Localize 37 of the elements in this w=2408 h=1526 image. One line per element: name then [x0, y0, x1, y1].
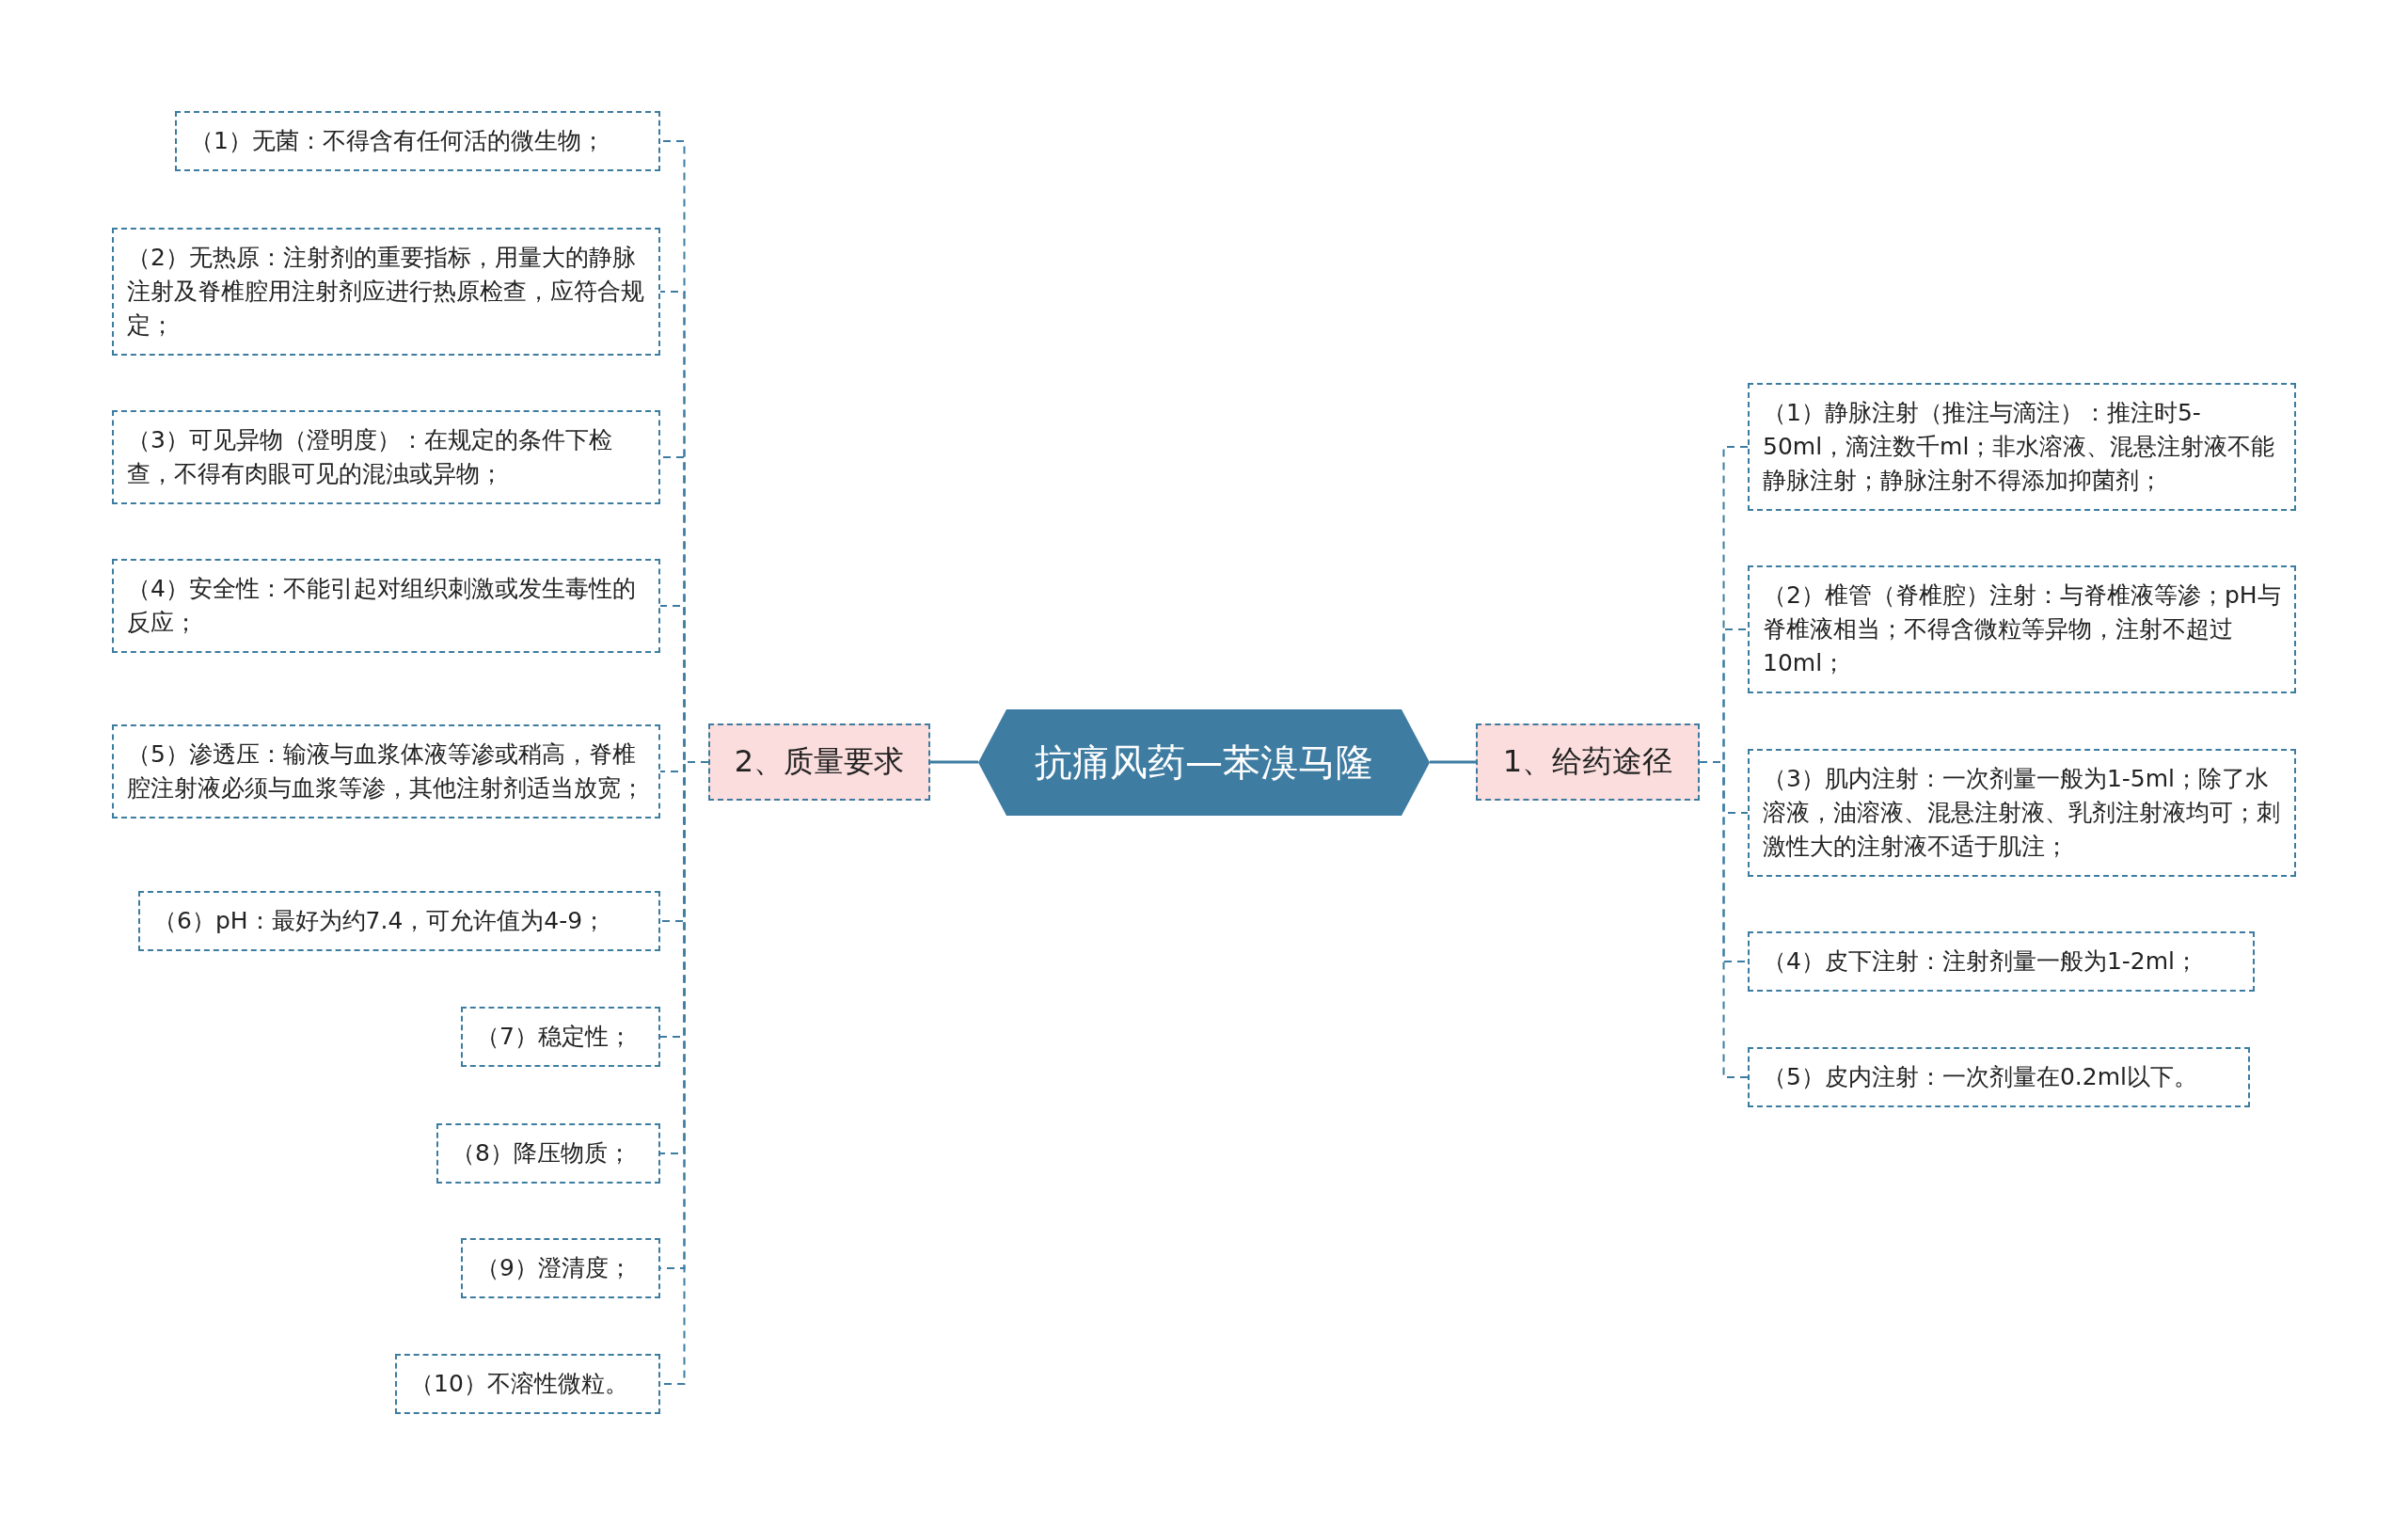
note-box [1748, 749, 2296, 877]
branch-label: 2、质量要求 [734, 742, 905, 781]
note-text: （3）肌内注射：一次剂量一般为1-5ml；除了水溶液，油溶液、混悬注射液、乳剂注射液均可；刺激性大的注射液不适于肌注； [1763, 765, 2280, 860]
note-text: （2）椎管（脊椎腔）注射：与脊椎液等渗；pH与脊椎液相当；不得含微粒等异物，注射不超过10ml； [1763, 581, 2281, 676]
note-box [461, 1238, 660, 1298]
note-box [1748, 931, 2255, 992]
note-box [1748, 565, 2296, 693]
note-box [138, 891, 660, 951]
note-box [461, 1007, 660, 1067]
note-text: （3）可见异物（澄明度）：在规定的条件下检查，不得有肉眼可见的混浊或异物； [127, 426, 612, 487]
note-box [1748, 1047, 2250, 1107]
branch-label: 1、给药途径 [1502, 742, 1673, 781]
note-text: （1）静脉注射（推注与滴注）：推注时5-50ml，滴注数千ml；非水溶液、混悬注射液不能静脉注射；静脉注射不得添加抑菌剂； [1763, 399, 2275, 494]
topic-title: 抗痛风药—苯溴马隆 [1035, 739, 1373, 786]
note-text: （5）皮内注射：一次剂量在0.2ml以下。 [1763, 1063, 2197, 1090]
note-text: （8）降压物质； [452, 1139, 631, 1167]
note-box [1748, 383, 2296, 511]
note-text: （9）澄清度； [476, 1254, 632, 1281]
note-text: （7）稳定性； [476, 1023, 632, 1050]
connector-line [930, 760, 978, 764]
note-box [436, 1123, 660, 1184]
connector-line [1430, 760, 1476, 764]
note-text: （4）皮下注射：注射剂量一般为1-2ml； [1763, 947, 2199, 975]
note-text: （2）无热原：注射剂的重要指标，用量大的静脉注射及脊椎腔用注射剂应进行热原检查，应符合规定； [127, 244, 644, 339]
branch-box [708, 723, 930, 801]
note-box [175, 111, 660, 171]
note-text: （5）渗透压：输液与血浆体液等渗或稍高，脊椎腔注射液必须与血浆等渗，其他注射剂适当放宽； [127, 740, 644, 802]
note-text: （6）pH：最好为约7.4，可允许值为4-9； [153, 907, 607, 934]
branch-box [1476, 723, 1700, 801]
note-text: （4）安全性：不能引起对组织刺激或发生毒性的反应； [127, 575, 636, 636]
note-box [395, 1354, 660, 1414]
note-box [112, 724, 660, 819]
note-text: （10）不溶性微粒。 [410, 1370, 628, 1397]
note-box [112, 228, 660, 356]
note-box [112, 410, 660, 504]
note-text: （1）无菌：不得含有任何活的微生物； [190, 127, 605, 154]
note-box [112, 559, 660, 653]
